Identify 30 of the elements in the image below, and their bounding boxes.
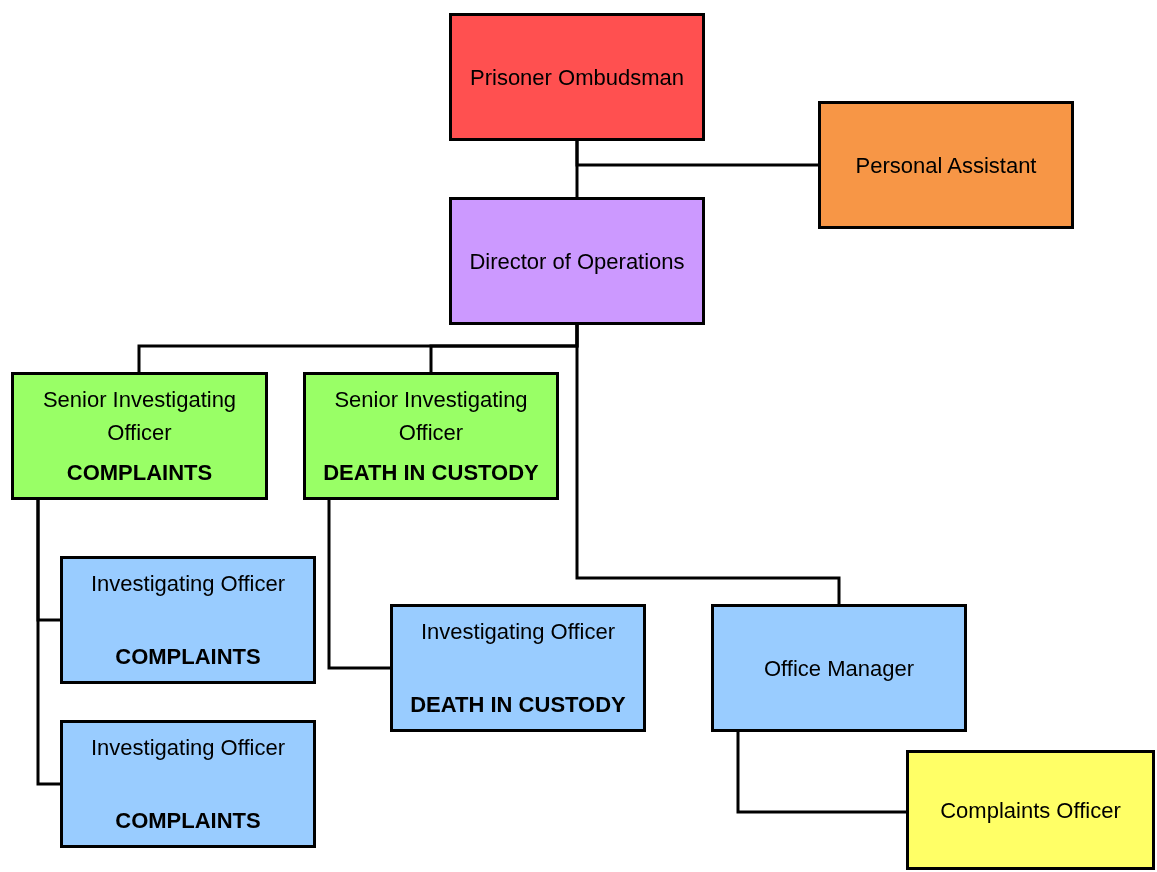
org-box [906, 750, 1155, 870]
org-box [711, 604, 967, 732]
connector-line [736, 732, 906, 814]
connector-line [327, 500, 390, 670]
role-title: Complaints Officer [940, 796, 1121, 825]
role-title: Investigating Officer [91, 570, 285, 598]
org-box [449, 13, 705, 141]
org-box [390, 604, 646, 732]
role-title: Office Manager [764, 654, 914, 683]
department-label: DEATH IN CUSTODY [323, 459, 539, 487]
org-box [60, 720, 316, 848]
org-box [303, 372, 559, 500]
department-label: COMPLAINTS [115, 643, 261, 671]
role-title: Investigating Officer [91, 734, 285, 762]
org-box [11, 372, 268, 500]
role-title: Personal Assistant [855, 151, 1037, 180]
role-title: Senior Investigating Officer [333, 386, 529, 447]
org-box [449, 197, 705, 325]
department-label: COMPLAINTS [115, 807, 261, 835]
department-label: COMPLAINTS [66, 459, 213, 487]
department-label: DEATH IN CUSTODY [410, 691, 626, 719]
role-title: Prisoner Ombudsman [470, 63, 684, 92]
org-box [818, 101, 1074, 229]
role-title: Investigating Officer [421, 618, 615, 646]
org-box [60, 556, 316, 684]
connector-line [575, 325, 841, 604]
role-title: Senior Investigating Officer [41, 386, 238, 447]
connector-line [575, 141, 818, 167]
connector-line [36, 500, 60, 786]
role-title: Director of Operations [469, 247, 685, 276]
